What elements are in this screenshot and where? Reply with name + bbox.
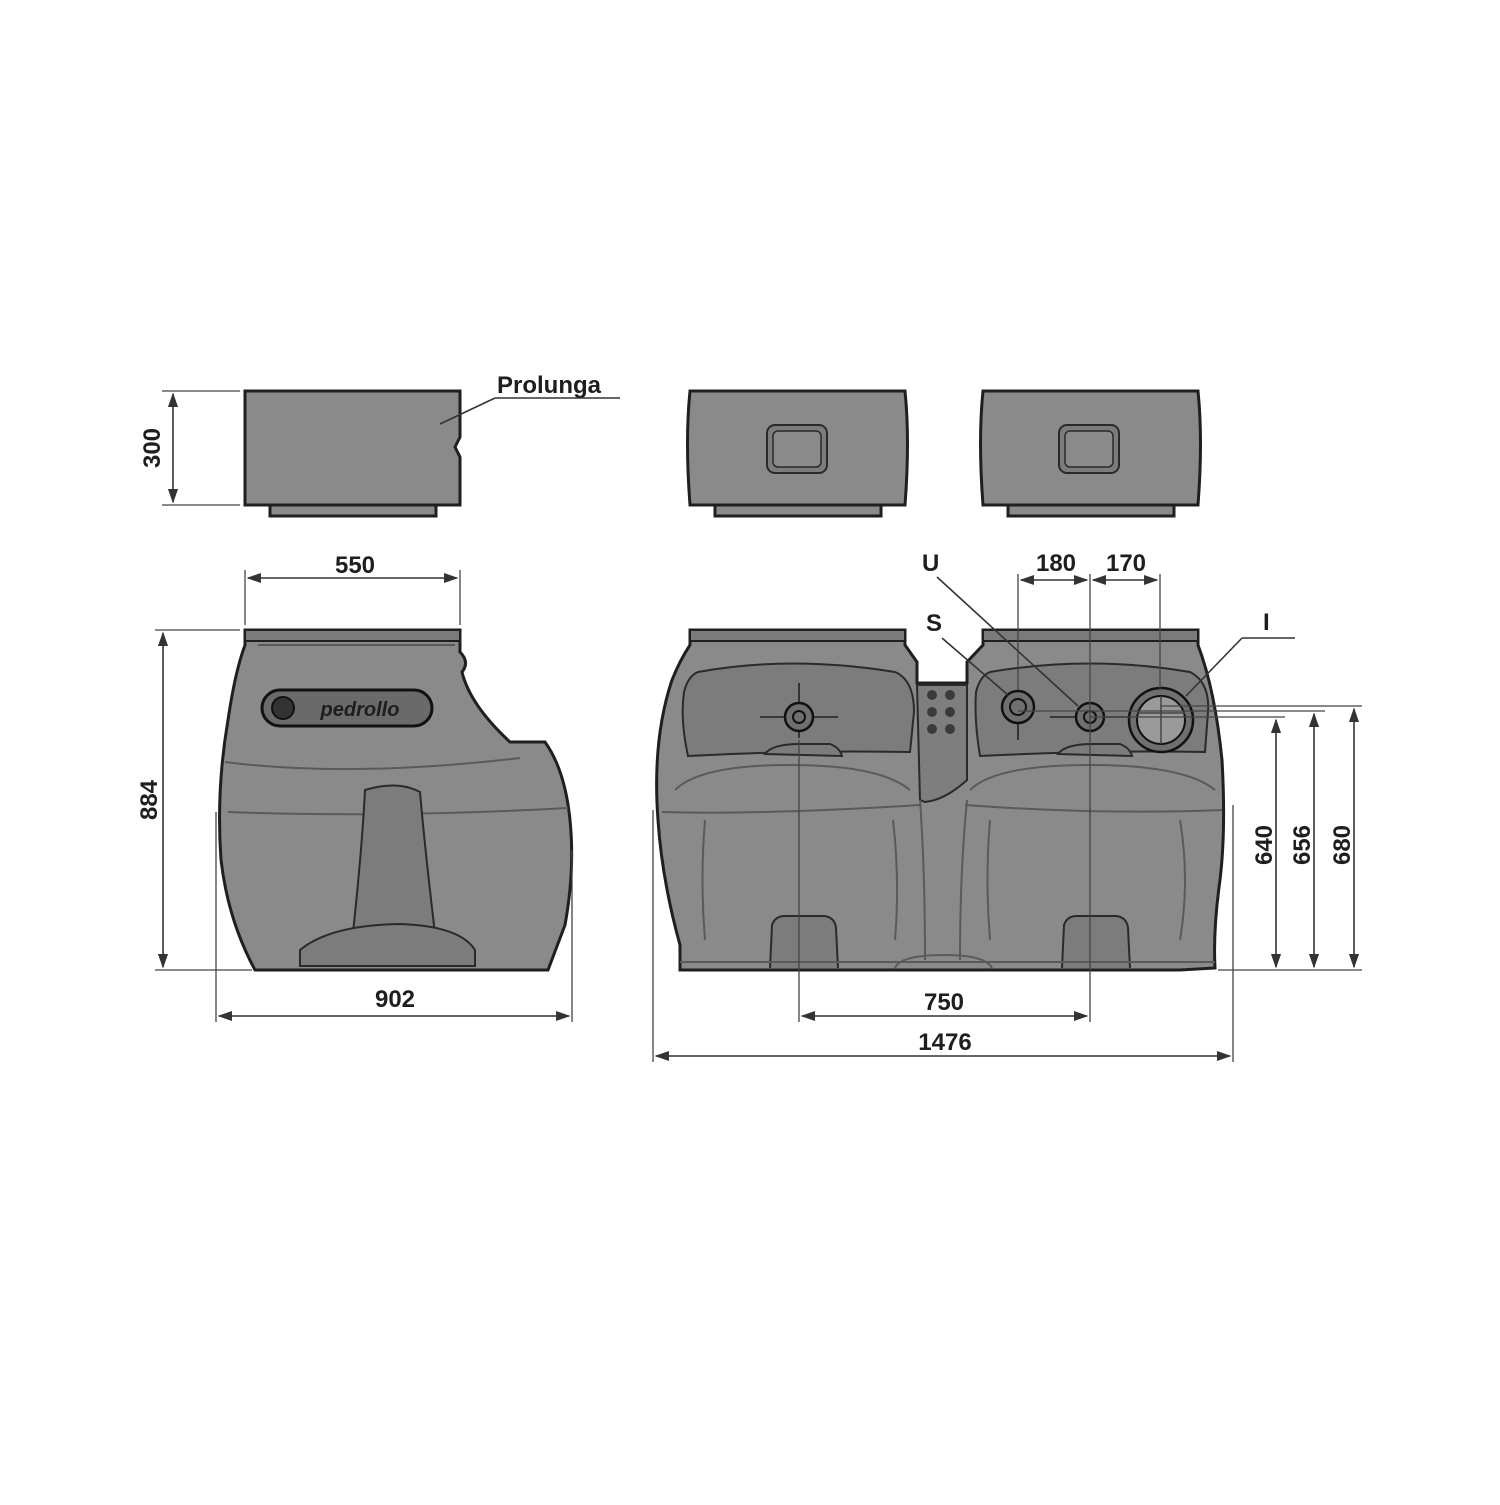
port-i-inlet [1127,686,1195,754]
dim-170-label: 170 [1106,550,1146,577]
dim-side-top-width: 550 [244,552,461,625]
tank-front-view [655,628,1226,972]
dim-side-width: 902 [215,812,573,1022]
dim-port-distance: 750 [798,740,1089,1022]
port-s-label: S [926,610,942,637]
port-s-suction [1000,689,1036,740]
brand-logo-icon [271,696,295,720]
dim-total-width: 1476 [652,805,1234,1062]
extension-front-right [979,389,1202,518]
dim-extension-height-label: 300 [139,428,166,468]
port-i-leader [1185,637,1243,697]
dim-side-width-label: 902 [375,986,415,1013]
port-left-outlet [760,683,838,738]
dim-1476-label: 1476 [918,1029,971,1056]
brand-logo-text: pedrollo [320,699,400,721]
extension-front-left [686,389,909,518]
dim-side-height-label: 884 [136,779,163,820]
port-i-label: I [1263,609,1270,636]
port-s-leader [941,637,1009,696]
dim-side-top-width-label: 550 [335,552,375,579]
dim-extension-height: 300 [139,390,240,506]
extension-label: Prolunga [497,372,602,399]
dim-heights: 640 656 680 [1018,705,1362,971]
dim-side-height: 884 [136,629,252,971]
extension-side-view [243,389,462,518]
dim-680-label: 680 [1329,825,1356,865]
dim-180-label: 180 [1036,550,1076,577]
port-u-label: U [922,550,939,577]
dim-640-label: 640 [1251,825,1278,865]
brand-logo-badge [260,688,434,728]
control-buttons [927,690,955,734]
dim-750-label: 750 [924,989,964,1016]
port-u-leader [936,576,1079,707]
extension-leader-line [439,397,496,425]
dim-656-label: 656 [1289,825,1316,865]
tank-side-view: pedrollo [218,628,574,972]
dim-port-spacing: 180 170 [1017,550,1161,1022]
